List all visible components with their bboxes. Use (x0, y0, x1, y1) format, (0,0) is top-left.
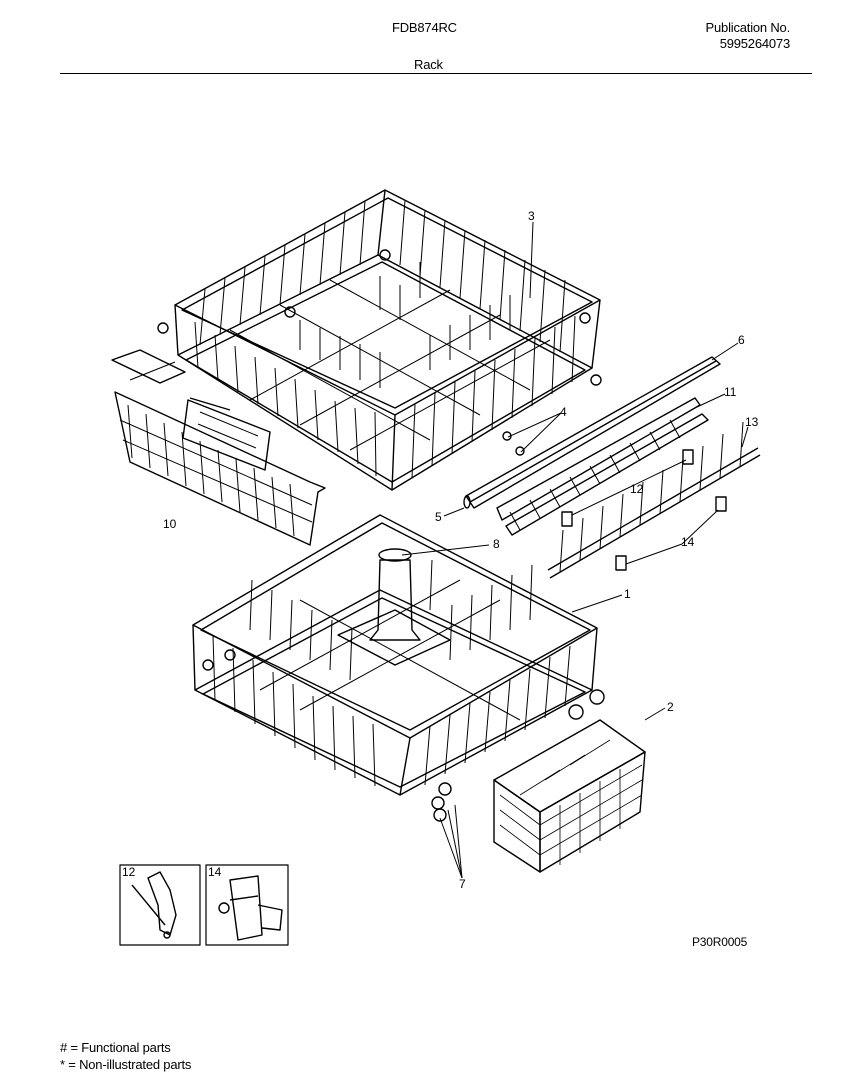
inset-label-14: 14 (208, 865, 222, 879)
tine-row (547, 421, 761, 579)
upper-rack (157, 189, 602, 491)
cutlery-basket-upper (111, 349, 326, 546)
callout-2: 2 (667, 700, 674, 714)
inset-detail-12 (119, 864, 201, 946)
lower-rack (192, 514, 605, 822)
callout-13: 13 (745, 415, 759, 429)
callout-1: 1 (624, 587, 631, 601)
rack-rail (463, 356, 721, 509)
legend: # = Functional parts * = Non-illustrated… (60, 1039, 191, 1073)
callout-5: 5 (435, 510, 442, 524)
model-number: FDB874RC (392, 20, 457, 35)
section-title: Rack (414, 57, 443, 72)
publication-label: Publication No. (705, 20, 791, 35)
legend-non-illustrated: * = Non-illustrated parts (60, 1057, 192, 1072)
callout-14: 14 (681, 535, 695, 549)
callout-6: 6 (738, 333, 745, 347)
cup-shelf (496, 397, 709, 536)
callout-11: 11 (724, 385, 737, 399)
callout-7: 7 (459, 877, 466, 891)
callout-3: 3 (528, 209, 535, 223)
legend-functional: # = Functional parts (60, 1040, 171, 1055)
inset-label-12: 12 (122, 865, 136, 879)
callout-8: 8 (493, 537, 500, 551)
silverware-basket (493, 719, 646, 873)
publication-number: 5995264073 (719, 36, 791, 51)
publication-block: Publication No. 5995264073 (705, 20, 791, 52)
diagram-code: P30R0005 (692, 935, 748, 949)
callout-10: 10 (163, 517, 177, 531)
header-rule (60, 73, 812, 74)
leader-lines (401, 221, 749, 879)
callout-4: 4 (560, 405, 567, 419)
callout-12: 12 (630, 482, 644, 496)
inset-detail-14 (205, 864, 289, 946)
rack-clips (502, 431, 727, 571)
